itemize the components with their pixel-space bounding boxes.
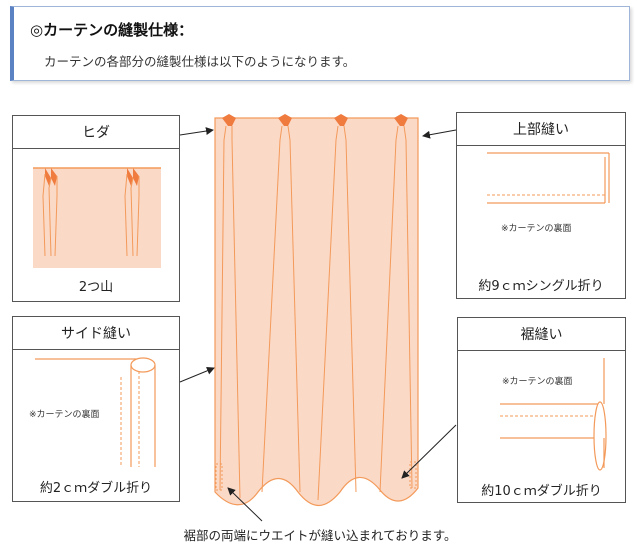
arrow-top — [422, 129, 457, 139]
hem-illustration — [500, 358, 607, 471]
weight-note: 裾部の両端にウエイトが縫い込まれております。 — [183, 528, 457, 543]
panel-top-title: 上部縫い — [457, 113, 625, 146]
panel-hem-note: ※カーテンの裏面 — [502, 377, 573, 387]
panel-side-caption: 約2ｃｍダブル折り — [39, 481, 153, 496]
panel-hem-caption: 約10ｃｍダブル折り — [481, 484, 602, 499]
arrow-side — [179, 366, 215, 383]
top-illustration — [487, 152, 610, 204]
panel-top: 上部縫い ※カーテンの裏面 約9ｃｍシングル折り — [456, 112, 626, 299]
panel-hida: ヒダ 2つ山 — [12, 115, 180, 302]
panel-hem-title: 裾縫い — [458, 318, 625, 351]
panel-side-title: サイド縫い — [13, 317, 179, 350]
panel-side-note: ※カーテンの裏面 — [29, 410, 100, 420]
panel-hida-caption: 2つ山 — [78, 280, 114, 295]
arrow-hem — [401, 424, 457, 479]
arrow-weight — [227, 487, 263, 522]
panel-side: サイド縫い ※カーテンの裏面 約2ｃｍダブル折り — [12, 316, 180, 502]
panel-hem: 裾縫い ※カーテンの裏面 約10ｃｍダブル折り — [457, 317, 626, 503]
page-subtitle: カーテンの各部分の縫製仕様は以下のようになります。 — [44, 54, 356, 69]
curtain-fold-lines — [219, 125, 413, 501]
panel-top-note: ※カーテンの裏面 — [501, 224, 572, 234]
page-title: ◎カーテンの縫製仕様： — [30, 21, 194, 39]
hida-illustration — [33, 167, 161, 268]
panel-top-caption: 約9ｃｍシングル折り — [478, 279, 604, 294]
header-box: ◎カーテンの縫製仕様： カーテンの各部分の縫製仕様は以下のようになります。 — [10, 6, 630, 81]
side-illustration — [35, 357, 156, 467]
arrow-hida — [179, 127, 214, 136]
panel-hida-title: ヒダ — [13, 116, 179, 149]
curtain-body — [214, 117, 419, 507]
pleat-tops — [222, 114, 408, 126]
